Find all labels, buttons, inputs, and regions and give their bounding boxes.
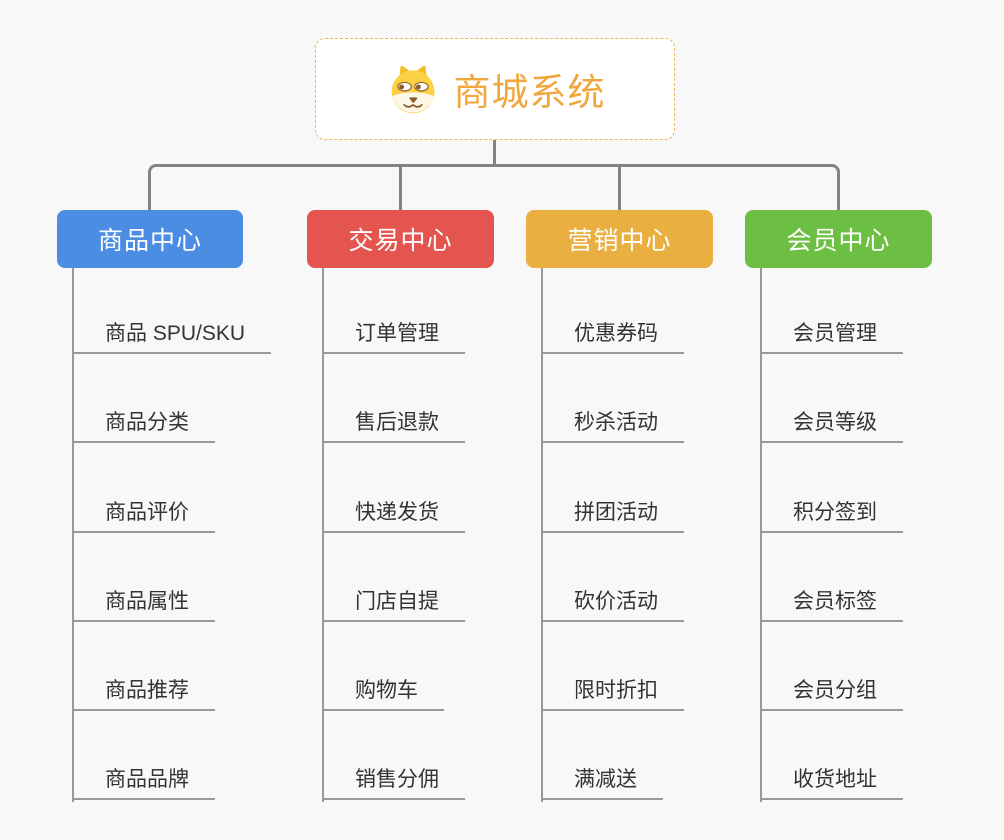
leaf-topic[interactable]: 砍价活动 <box>541 582 684 622</box>
leaf-topic[interactable]: 商品推荐 <box>72 671 215 711</box>
leaf-topic[interactable]: 售后退款 <box>322 403 465 443</box>
leaf-topic[interactable]: 门店自提 <box>322 582 465 622</box>
branch-trunk-line-member <box>760 268 762 802</box>
leaf-topic[interactable]: 优惠券码 <box>541 314 684 354</box>
branch-node-trade-center[interactable]: 交易中心 <box>307 210 494 268</box>
leaf-topic[interactable]: 商品分类 <box>72 403 215 443</box>
root-topic-node[interactable]: 商城系统 <box>315 38 675 140</box>
leaf-topic[interactable]: 商品评价 <box>72 493 215 533</box>
leaf-topic[interactable]: 满减送 <box>541 760 663 800</box>
connector-drop-marketing <box>618 167 621 210</box>
dog-face-icon <box>385 61 441 117</box>
leaf-topic[interactable]: 会员管理 <box>760 314 903 354</box>
leaf-topic[interactable]: 会员标签 <box>760 582 903 622</box>
leaf-topic[interactable]: 积分签到 <box>760 493 903 533</box>
branch-trunk-line-product <box>72 268 74 802</box>
branch-node-member-center[interactable]: 会员中心 <box>745 210 932 268</box>
leaf-topic[interactable]: 拼团活动 <box>541 493 684 533</box>
leaf-topic[interactable]: 会员分组 <box>760 671 903 711</box>
leaf-topic[interactable]: 订单管理 <box>322 314 465 354</box>
leaf-topic[interactable]: 商品 SPU/SKU <box>72 314 272 354</box>
leaf-topic[interactable]: 商品品牌 <box>72 760 215 800</box>
connector-right-elbow <box>494 164 840 210</box>
connector-left-elbow <box>148 164 495 210</box>
leaf-topic[interactable]: 快递发货 <box>322 493 465 533</box>
leaf-topic[interactable]: 会员等级 <box>760 403 903 443</box>
leaf-topic[interactable]: 收货地址 <box>760 760 903 800</box>
branch-trunk-line-marketing <box>541 268 543 802</box>
branch-node-product-center[interactable]: 商品中心 <box>57 210 243 268</box>
branch-trunk-line-trade <box>322 268 324 802</box>
root-topic-title: 商城系统 <box>453 72 606 113</box>
connector-drop-trade <box>399 167 402 210</box>
leaf-topic[interactable]: 限时折扣 <box>541 671 684 711</box>
leaf-topic[interactable]: 秒杀活动 <box>541 403 684 443</box>
connector-root-vertical <box>493 140 496 167</box>
leaf-topic[interactable]: 商品属性 <box>72 582 215 622</box>
branch-node-marketing-center[interactable]: 营销中心 <box>526 210 713 268</box>
leaf-topic[interactable]: 购物车 <box>322 671 444 711</box>
leaf-topic[interactable]: 销售分佣 <box>322 760 465 800</box>
